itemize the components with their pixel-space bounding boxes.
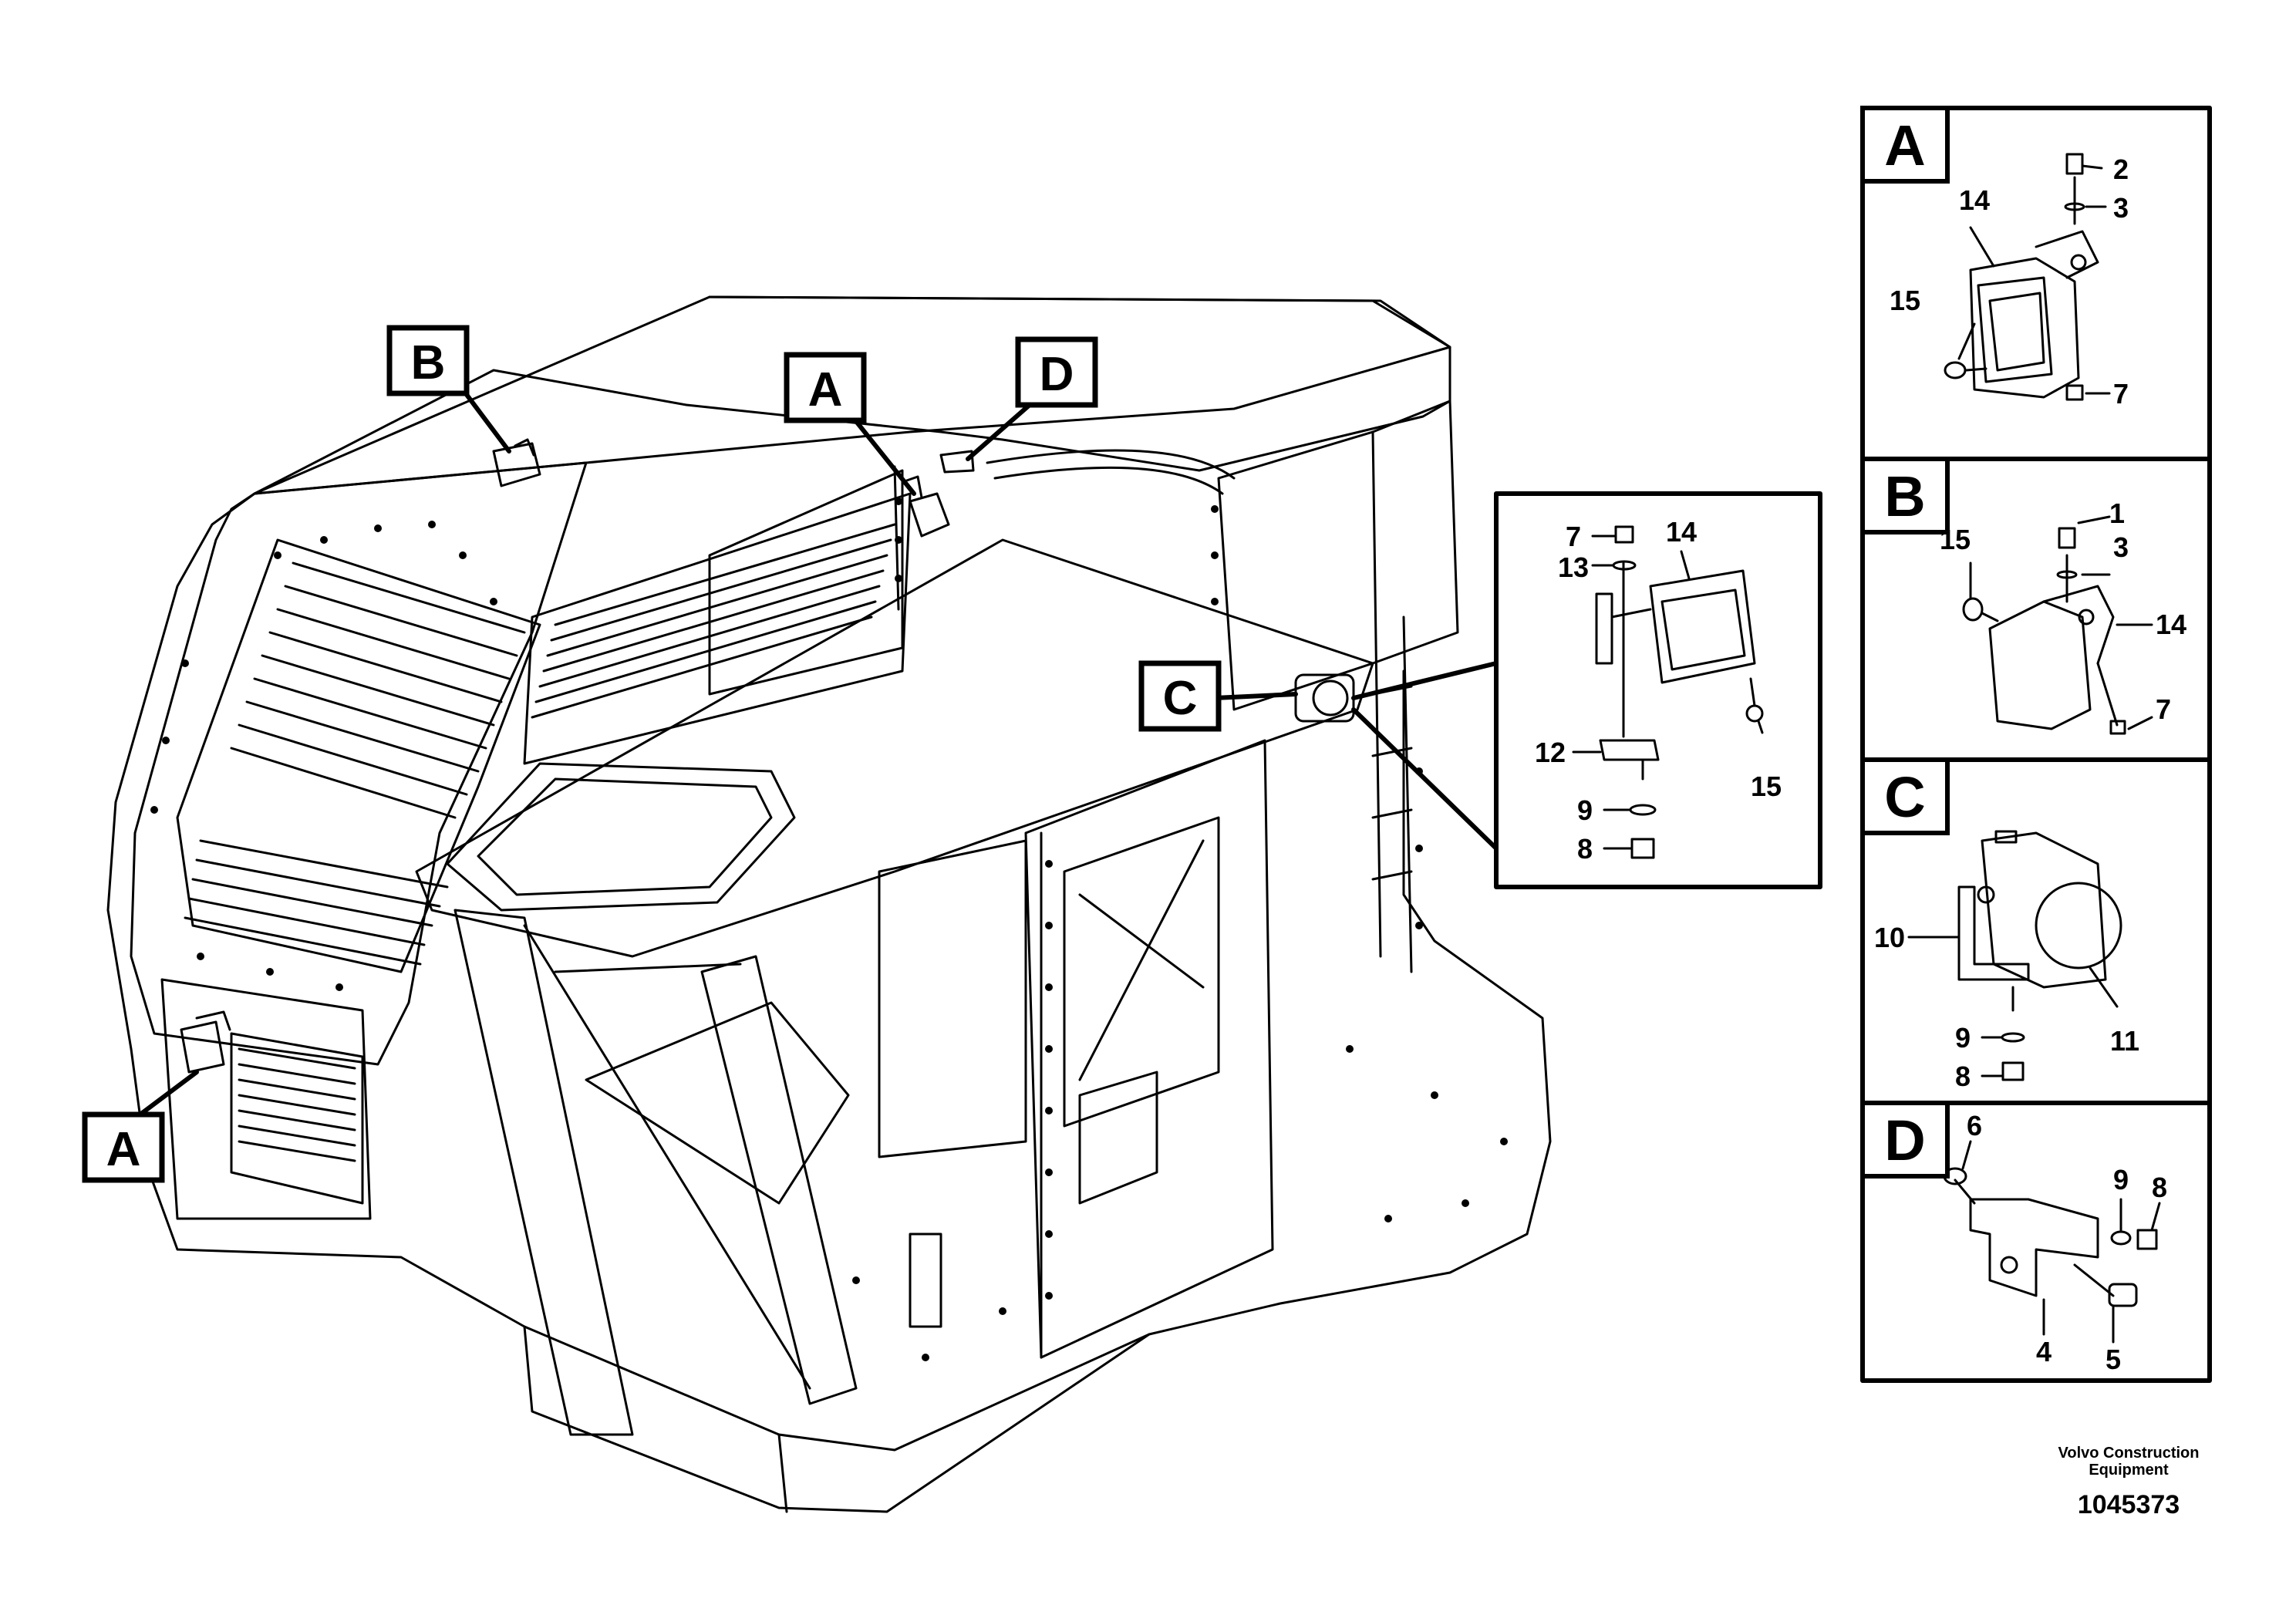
- svg-text:15: 15: [1751, 771, 1782, 802]
- svg-text:6: 6: [1967, 1110, 1982, 1141]
- svg-text:D: D: [1884, 1108, 1925, 1172]
- panel-c-lamp-drawing: [1907, 830, 2122, 1081]
- svg-text:7: 7: [2156, 693, 2171, 725]
- panel-c-part-numbers: 10 11 9 8: [1874, 922, 2139, 1092]
- svg-text:3: 3: [2113, 531, 2129, 563]
- svg-text:15: 15: [1890, 285, 1920, 316]
- svg-text:11: 11: [2110, 1025, 2139, 1057]
- callout-d: D: [1015, 336, 1098, 408]
- svg-text:14: 14: [2156, 609, 2186, 640]
- svg-text:14: 14: [1959, 184, 1990, 216]
- svg-text:9: 9: [1955, 1022, 1971, 1054]
- svg-text:7: 7: [2113, 378, 2129, 410]
- svg-text:C: C: [1884, 765, 1925, 829]
- callout-boxes: B A D C A: [82, 325, 1222, 1183]
- svg-text:4: 4: [2036, 1336, 2052, 1367]
- svg-text:C: C: [1163, 672, 1198, 725]
- leader-lines: [133, 387, 1499, 1121]
- lamp-a-roof-main: [901, 475, 950, 538]
- svg-text:9: 9: [2113, 1164, 2129, 1195]
- svg-text:3: 3: [2113, 192, 2129, 224]
- footer-company-line2: Equipment: [2089, 1462, 2169, 1479]
- panel-c-letter: C: [1860, 757, 1950, 835]
- footer-company-line1: Volvo Construction: [2058, 1445, 2200, 1462]
- svg-text:10: 10: [1874, 922, 1905, 953]
- svg-text:8: 8: [1955, 1061, 1971, 1092]
- lamp-a-side-main: [180, 1010, 231, 1074]
- svg-text:B: B: [411, 336, 446, 389]
- svg-text:A: A: [1884, 113, 1925, 177]
- svg-text:A: A: [808, 363, 843, 416]
- panel-letter-tabs: A B C D: [1860, 106, 1950, 1179]
- panel-d-bracket-drawing: [1943, 1140, 2161, 1344]
- svg-text:1: 1: [2109, 497, 2125, 529]
- callout-a-top: A: [784, 352, 867, 423]
- svg-text:13: 13: [1558, 551, 1589, 583]
- svg-text:9: 9: [1577, 794, 1593, 826]
- svg-text:12: 12: [1535, 737, 1566, 768]
- svg-text:8: 8: [1577, 833, 1593, 865]
- footer-doc-number: 1045373: [2078, 1490, 2180, 1519]
- panel-b-part-numbers: 1 3 15 14 7: [1940, 497, 2186, 725]
- svg-text:7: 7: [1566, 521, 1581, 552]
- lamp-b-main: [492, 438, 541, 487]
- callout-c: C: [1138, 660, 1222, 732]
- panel-a-lamp-drawing: [1944, 153, 2111, 401]
- lamp-d-main: [939, 450, 975, 474]
- footer-branding: Volvo Construction Equipment 1045373: [2058, 1445, 2200, 1519]
- svg-text:15: 15: [1940, 524, 1971, 555]
- svg-text:5: 5: [2106, 1344, 2121, 1375]
- bolt-dots: [150, 497, 1508, 1361]
- panel-b-letter: B: [1860, 457, 1950, 534]
- svg-text:2: 2: [2113, 153, 2129, 185]
- svg-text:B: B: [1884, 464, 1925, 528]
- panel-d-letter: D: [1860, 1101, 1950, 1179]
- cab-frame-drawing: [106, 295, 1552, 1513]
- svg-text:A: A: [106, 1123, 141, 1176]
- panel-frames: [1860, 106, 2212, 1383]
- callout-a-left: A: [82, 1111, 165, 1183]
- panel-b-lamp-drawing: [1962, 515, 2153, 735]
- svg-text:8: 8: [2152, 1172, 2167, 1203]
- panel-a-part-numbers: 2 3 14 15 7: [1890, 153, 2129, 410]
- callout-b-top: B: [386, 325, 470, 396]
- panel-a-letter: A: [1860, 106, 1950, 184]
- svg-text:D: D: [1040, 348, 1074, 401]
- svg-text:14: 14: [1666, 516, 1697, 548]
- detail-c-inset: [1494, 491, 1822, 889]
- panel-d-part-numbers: 6 9 8 4 5: [1967, 1110, 2167, 1375]
- detail-c-part-numbers: 7 13 14 12 15 9 8: [1535, 516, 1782, 865]
